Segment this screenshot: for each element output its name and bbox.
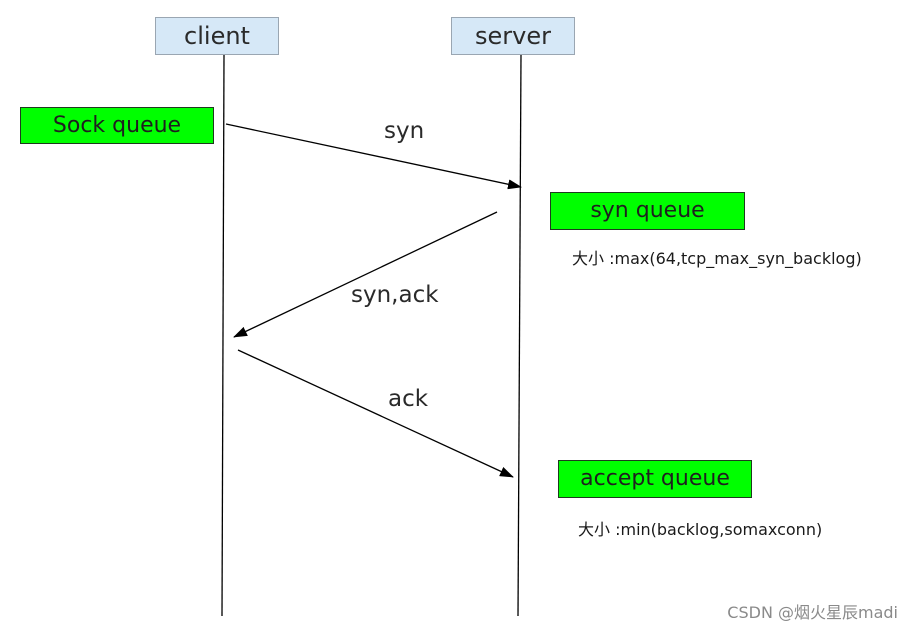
client-lane-header: client — [155, 17, 279, 55]
syn-queue-box: syn queue — [550, 192, 745, 230]
sock-queue-box: Sock queue — [20, 107, 214, 144]
syn-ack-message-label: syn,ack — [351, 282, 439, 308]
watermark: CSDN @烟火星辰madi — [727, 603, 898, 622]
syn-arrow — [225, 123, 522, 190]
syn-queue-size-note: 大小 :max(64,tcp_max_syn_backlog) — [572, 249, 862, 268]
accept-queue-box: accept queue — [558, 460, 752, 498]
server-lane-header: server — [451, 17, 575, 55]
syn-ack-arrow — [233, 211, 498, 338]
server-lifeline — [517, 54, 522, 617]
ack-arrow — [237, 349, 514, 478]
ack-message-label: ack — [388, 386, 429, 412]
client-lifeline — [221, 54, 225, 617]
accept-queue-size-note: 大小 :min(backlog,somaxconn) — [578, 520, 823, 539]
syn-message-label: syn — [384, 118, 425, 144]
